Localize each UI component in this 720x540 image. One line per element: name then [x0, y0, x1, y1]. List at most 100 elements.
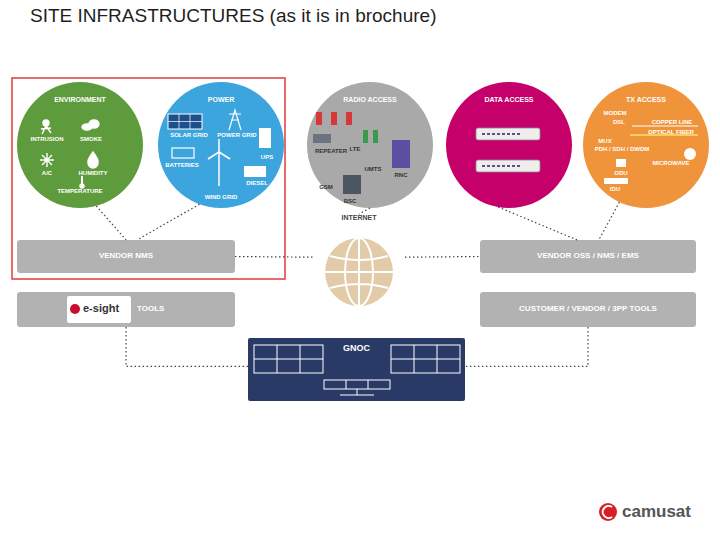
- intrusion-icon: [43, 120, 49, 126]
- node-item: HUMIDITY: [71, 170, 115, 176]
- tools-bar: TOOLS e-sight: [17, 292, 235, 327]
- highlight-frame: [12, 78, 285, 279]
- esight-mark: [70, 304, 80, 314]
- dish-icon: [684, 148, 696, 160]
- copper-line: [632, 125, 698, 126]
- node-item: SOLAR GRID: [164, 132, 214, 138]
- diesel-icon: [244, 166, 266, 177]
- node-item: LTE: [343, 146, 367, 152]
- node-item: OPTICAL FIBER: [645, 129, 697, 135]
- temperature-icon: [80, 184, 84, 188]
- node-title: INTERNET: [313, 214, 405, 221]
- data-icons: [476, 128, 540, 172]
- port-row: [482, 134, 522, 166]
- antenna-icon: [363, 130, 368, 143]
- node-item: REPEATER: [311, 148, 351, 154]
- node-item: DSL: [609, 119, 629, 125]
- screen-grid: [254, 345, 323, 373]
- environment-icons: [40, 120, 99, 188]
- page-title: SITE INFRASTRUCTURES (as it is in brochu…: [30, 6, 630, 25]
- smoke-icon: [82, 124, 92, 130]
- tx-icons: [604, 126, 698, 184]
- switch-icon: [476, 160, 540, 172]
- solar-panel-icon: [168, 114, 202, 129]
- node-item: IDU: [605, 186, 625, 192]
- globe-fill: [325, 238, 393, 306]
- node-title: RADIO ACCESS: [307, 96, 433, 103]
- node-title: TOOLS: [137, 305, 187, 313]
- category-circle: RADIO ACCESSREPEATERLTEUMTSRNCGSMBSC: [307, 82, 433, 208]
- category-circle: TX ACCESSMODEMDSLCOPPER LINEOPTICAL FIBE…: [583, 82, 709, 208]
- circle-fill: [17, 82, 143, 208]
- node-title: GNOC: [248, 344, 465, 353]
- node-item: ODU: [611, 170, 631, 176]
- fiber-line: [630, 134, 698, 136]
- gnoc-box: GNOC: [248, 338, 465, 401]
- screen-grid: [254, 345, 323, 373]
- gnoc-wall: [254, 345, 460, 395]
- dotted-connector: [126, 327, 248, 366]
- rack-icon: [392, 140, 410, 168]
- dotted-connector: [359, 208, 370, 214]
- logo-box: e-sight: [67, 296, 131, 323]
- node-item: A/C: [25, 170, 69, 176]
- pylon-icon: [229, 110, 241, 130]
- dotted-connector: [235, 256, 313, 258]
- rack-icon: [343, 175, 361, 194]
- battery-icon: [172, 148, 194, 158]
- node-item: POWER GRID: [214, 132, 260, 138]
- globe-parallel: [325, 238, 393, 306]
- radio-icons: [313, 112, 410, 194]
- node-item: SMOKE: [73, 136, 109, 142]
- system-bar: VENDOR OSS / NMS / EMS: [480, 240, 696, 273]
- category-circle: DATA ACCESS: [446, 82, 572, 208]
- globe-outline: [313, 214, 405, 310]
- node-item: BATTERIES: [162, 162, 202, 168]
- category-circle: POWERSOLAR GRIDPOWER GRIDUPSBATTERIESDIE…: [158, 82, 284, 208]
- category-circle: ENVIRONMENTINTRUSIONSMOKEA/CHUMIDITYTEMP…: [17, 82, 143, 208]
- node-item: INTRUSION: [23, 136, 71, 142]
- antenna-icon: [316, 112, 322, 125]
- dotted-connector: [96, 206, 126, 240]
- dotted-connector: [405, 256, 480, 258]
- antenna-icon: [331, 112, 337, 125]
- idu-icon: [604, 178, 628, 184]
- brand-label: camusat: [622, 503, 712, 520]
- system-bar: VENDOR NMS: [17, 240, 235, 273]
- dotted-connector: [599, 202, 620, 240]
- node-title: ENVIRONMENT: [17, 96, 143, 103]
- node-item: WIND GRID: [196, 194, 246, 200]
- desk-monitors: [340, 380, 374, 395]
- circle-fill: [158, 82, 284, 208]
- camusat-mark: [599, 503, 617, 521]
- antenna-icon: [373, 130, 378, 143]
- solar-panel-icon: [168, 114, 202, 129]
- dotted-connector: [137, 204, 200, 240]
- node-item: COPPER LINE: [649, 119, 695, 125]
- node-title: CUSTOMER / VENDOR / 3PP TOOLS: [480, 305, 696, 313]
- circle-fill: [583, 82, 709, 208]
- switch-icon: [476, 128, 540, 140]
- node-title: VENDOR NMS: [17, 252, 235, 260]
- node-item: RNC: [389, 172, 413, 178]
- node-title: VENDOR OSS / NMS / EMS: [480, 252, 696, 260]
- power-icons: [168, 110, 271, 186]
- circle-fill: [446, 82, 572, 208]
- dotted-connector: [465, 327, 588, 366]
- circle-fill: [307, 82, 433, 208]
- antenna-icon: [346, 112, 352, 125]
- wind-turbine-icon: [218, 152, 220, 186]
- node-item: MODEM: [601, 110, 629, 116]
- node-item: PDH / SDH / DWDM: [591, 146, 653, 152]
- odu-icon: [616, 159, 626, 167]
- tools-bar: CUSTOMER / VENDOR / 3PP TOOLS: [480, 292, 696, 327]
- camusat-mark: [603, 506, 612, 518]
- node-item: BSC: [337, 198, 363, 204]
- node-title: e-sight: [83, 303, 129, 314]
- ups-icon: [259, 128, 271, 148]
- node-title: DATA ACCESS: [446, 96, 572, 103]
- screen-grid: [391, 345, 460, 373]
- desk-monitors: [324, 380, 390, 389]
